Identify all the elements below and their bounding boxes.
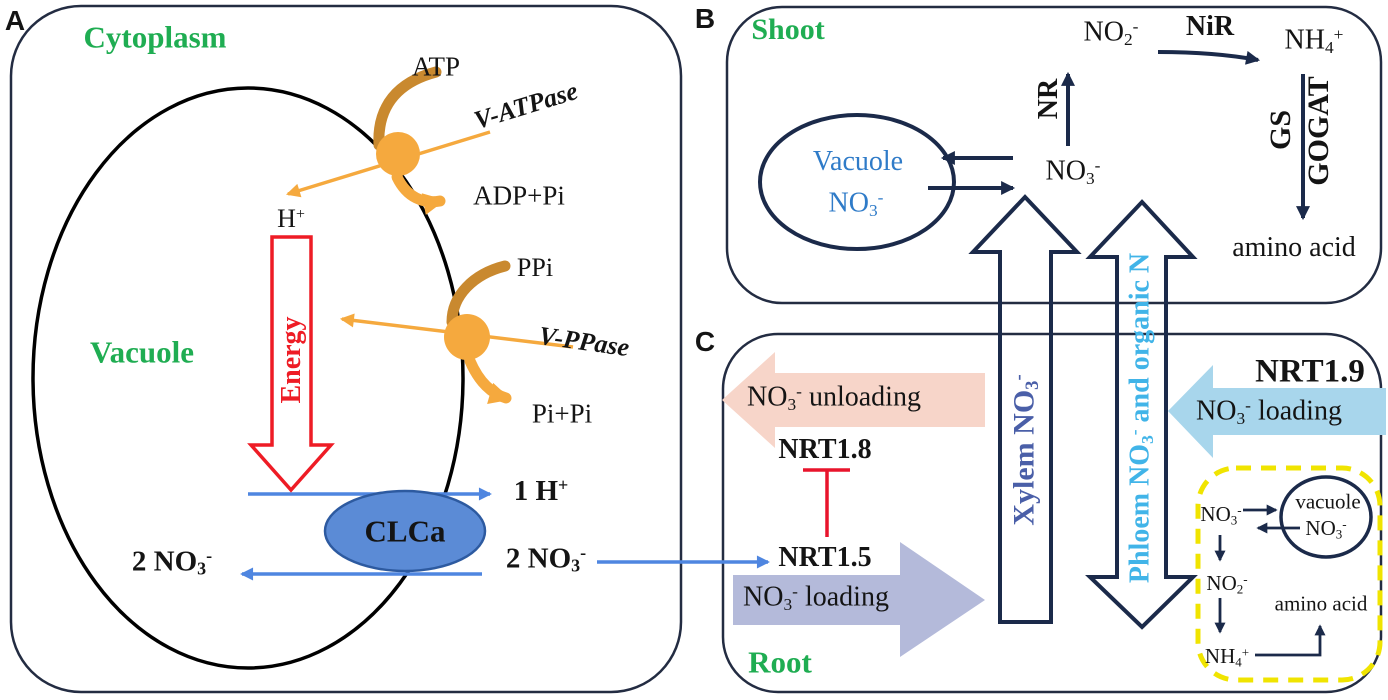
ppi-label: PPi [516, 253, 554, 282]
nrt15-label: NRT1.5 [778, 542, 872, 573]
ppi-in-swoosh [446, 260, 511, 328]
nrt18-label: NRT1.8 [778, 434, 872, 465]
adp-pi-label: ADP+Pi [473, 180, 565, 211]
v-atpase-pump-circle [376, 132, 420, 176]
inset-nh4-label: NH4+ [1204, 644, 1250, 670]
shoot-no3-label: NO3- [1045, 155, 1101, 188]
shoot-label: Shoot [751, 13, 825, 46]
inset-amino-acid-label: amino acid [1274, 591, 1368, 616]
energy-label: Energy [276, 316, 307, 404]
xylem-arrow [968, 194, 1082, 624]
no3-unloading-arrow [722, 352, 985, 448]
no3-loading-xylem-arrow [733, 542, 985, 657]
root-assimilation-inset-box [1195, 465, 1383, 683]
xylem-label: Xylem NO3- [1007, 374, 1044, 526]
shoot-no2-label: NO2- [1083, 16, 1139, 49]
pi-out-swoosh [464, 355, 512, 405]
inset-no2-label: NO2- [1206, 571, 1248, 597]
gs-enzyme-label: GS [1264, 109, 1297, 151]
panel-a-border [9, 4, 683, 694]
shoot-vacuole-text-line1: Vacuole [812, 146, 904, 177]
inset-nh4-to-amino-arrow [1255, 624, 1326, 657]
phloem-arrow [1085, 199, 1198, 630]
atp-in-swoosh [373, 66, 442, 151]
clca-ellipse [323, 489, 487, 573]
no3-loading-phloem-label: NO3- loading [1196, 395, 1342, 428]
inset-vacuole-text-line1: vacuole [1295, 489, 1361, 514]
two-no3-right-label: 2 NO3- [505, 542, 587, 576]
shoot-amino-acid-label: amino acid [1232, 232, 1356, 263]
vacuole-label: Vacuole [90, 334, 194, 370]
one-h-label: 1 H+ [513, 474, 569, 507]
panel-a-letter: A [4, 5, 26, 36]
v-ppase-pump-circle [444, 314, 490, 360]
inset-vacuole-text-line2: NO3- [1305, 516, 1347, 542]
adp-out-swoosh [391, 171, 446, 215]
nrt19-label: NRT1.9 [1255, 353, 1365, 390]
energy-arrow [247, 235, 335, 493]
two-no3-left-label: 2 NO3- [131, 545, 213, 579]
phloem-label: Phloem NO3- and organic N [1124, 252, 1157, 584]
pi-pi-label: Pi+Pi [531, 398, 593, 429]
inset-no3-label: NO3- [1200, 502, 1242, 528]
no3-loading-xylem-label: NO3- loading [743, 581, 889, 614]
root-vacuole-circle [1279, 475, 1373, 559]
no3-unloading-label: NO3- unloading [747, 381, 921, 414]
vacuole-membrane [31, 86, 465, 670]
nr-enzyme-label: NR [1033, 78, 1064, 120]
gogat-enzyme-label: GOGAT [1302, 76, 1335, 186]
atp-label: ATP [411, 51, 461, 82]
root-label: Root [748, 644, 812, 680]
shoot-nh4-label: NH4+ [1284, 24, 1344, 57]
clca-label: CLCa [364, 513, 446, 549]
cytoplasm-label: Cytoplasm [83, 19, 227, 55]
h-plus-label-1: H+ [277, 204, 305, 233]
shoot-vacuole-text-line2: NO3- [828, 187, 884, 220]
nir-reduction-arrow [1157, 50, 1261, 65]
shoot-vacuole-ellipse [758, 113, 956, 251]
panel-c-letter: C [694, 326, 716, 357]
no3-loading-phloem-arrow [1168, 365, 1386, 458]
panel-b-border [725, 5, 1383, 305]
nir-enzyme-label: NiR [1185, 11, 1235, 42]
panel-b-letter: B [694, 3, 716, 34]
